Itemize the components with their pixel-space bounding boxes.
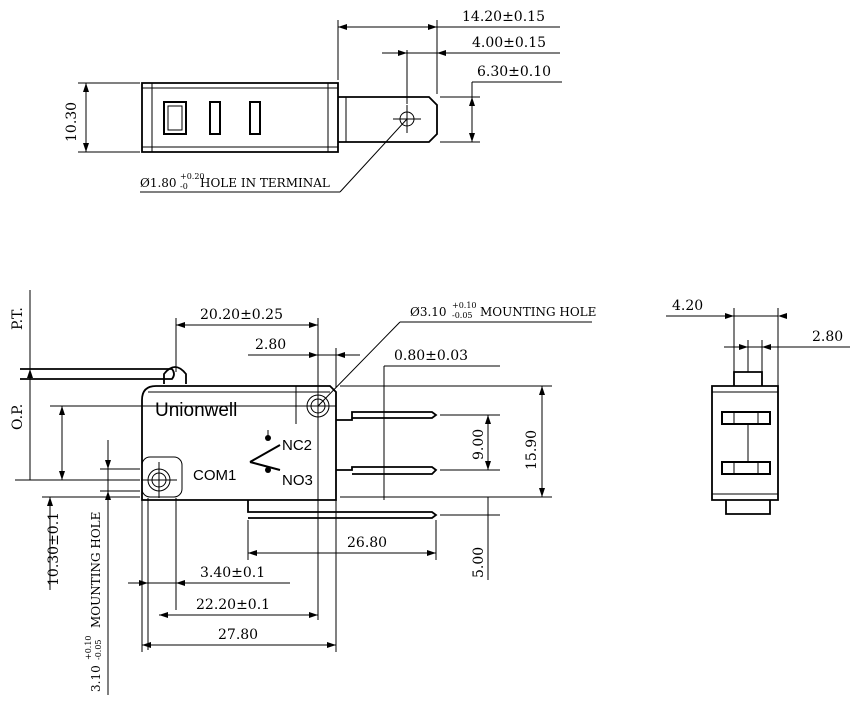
left-hole-prefix: 3.10 [89,665,103,692]
dim-hole-to-terminal: 22.20±0.1 [196,597,270,613]
mount-hole-prefix: Ø3.10 [410,305,447,319]
dim-lever-offset: 2.80 [255,337,286,353]
dim-body-length: 27.80 [218,627,258,643]
dim-side-offset: 2.80 [812,329,843,345]
dim-top-width-total: 14.20±0.15 [462,9,545,25]
label-pt: P.T. [10,307,26,330]
dim-side-width: 4.20 [672,298,703,314]
hole-note-suffix: HOLE IN TERMINAL [200,176,330,190]
dim-top-terminal-width: 6.30±0.10 [477,64,551,80]
mount-hole-tol-upper: +0.10 [452,301,477,310]
hole-note-tol-lower: -0 [180,182,188,191]
dim-terminal-thickness: 0.80±0.03 [394,348,468,364]
dim-body-height: 15.90 [524,430,540,470]
terminal-label-nc: NC2 [282,437,312,454]
top-view: 10.30 14.20±0.15 4.00±0.15 6.30±0.10 Ø1.… [64,9,562,193]
dim-top-hole-offset: 4.00±0.15 [472,35,546,51]
front-view: Unionwell NC2 NO3 COM1 P.T. O.P. 20.20±0… [10,290,596,695]
terminal-label-no: NO3 [282,472,313,489]
dim-hole-to-edge: 3.40±0.1 [200,565,265,581]
mount-hole-suffix: MOUNTING HOLE [480,305,596,319]
dim-hole-spacing: 20.20±0.25 [200,307,283,323]
label-op: O.P. [10,404,26,430]
side-view: 4.20 2.80 [666,298,850,515]
dim-terminal-drop: 5.00 [471,547,487,578]
dim-terminal-pitch: 9.00 [471,429,487,460]
left-hole-tol-upper: +0.10 [84,635,93,660]
brand-label: Unionwell [155,400,237,421]
terminal-label-com: COM1 [193,467,236,484]
hole-note-tol-upper: +0.20 [180,172,205,181]
dim-com-to-no: 26.80 [347,535,387,551]
mount-hole-tol-lower: -0.05 [452,311,473,320]
hole-note-prefix: Ø1.80 [140,176,177,190]
dim-top-height: 10.30 [64,102,80,142]
dim-hole-height: 10.30±0.1 [46,512,62,586]
left-hole-suffix: MOUNTING HOLE [89,512,103,628]
left-hole-tol-lower: -0.05 [94,639,103,660]
